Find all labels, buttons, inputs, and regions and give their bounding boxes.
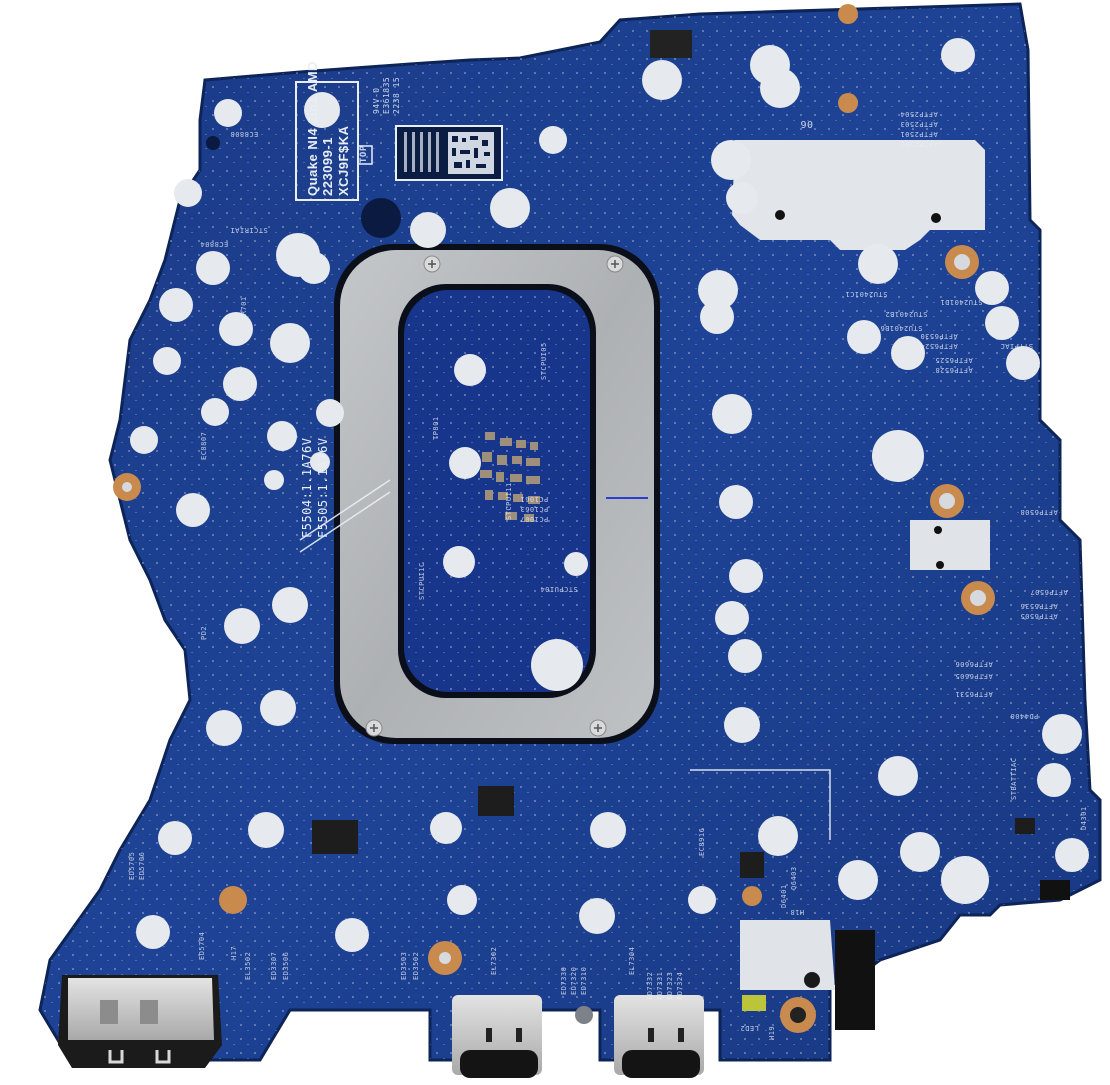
silk-ref: ED7332 xyxy=(646,971,654,1000)
silk-ref: PC1061 xyxy=(520,495,549,503)
silk-ref: H18 xyxy=(790,908,805,916)
silk-ref: AFTP2501 xyxy=(900,130,938,138)
silk-ref: ED5706 xyxy=(138,851,146,880)
silk-ref: PR701 xyxy=(240,296,248,320)
silk-ref: PC1007 xyxy=(520,515,549,523)
silk-ref: STU2401D1 xyxy=(940,298,983,306)
silk-ref: AFTP6531 xyxy=(955,690,993,698)
silk-ref: ED3506 xyxy=(282,951,290,980)
silk-ref: ED3502 xyxy=(412,951,420,980)
revision-marker: 06 xyxy=(800,118,814,129)
silk-ref: AFTP6536 xyxy=(1020,602,1058,610)
silk-ref: STCPUI11 xyxy=(505,482,513,520)
silk-ref: EL3502 xyxy=(244,951,252,980)
fuse-label-1: F5504:1.1A76V xyxy=(300,437,314,538)
silk-ref: EL7302 xyxy=(490,946,498,975)
silk-ref: PD4408 xyxy=(1010,712,1039,720)
silk-ref: AFTP6528 xyxy=(935,366,973,374)
silk-ref: EL7304 xyxy=(628,946,636,975)
silk-ref: ED7310 xyxy=(580,966,588,995)
cert-label-1: 94V-0 xyxy=(372,87,381,114)
silk-ref: LED2 xyxy=(740,1024,759,1032)
silk-ref: ED7323 xyxy=(666,971,674,1000)
silk-ref: STCIRIAI xyxy=(230,226,268,234)
silk-ref: AFTP6505 xyxy=(1020,612,1058,620)
silk-ref: STU2401C1 xyxy=(845,290,888,298)
silk-ref: ED3307 xyxy=(270,951,278,980)
silk-ref: TP801 xyxy=(432,416,440,440)
silk-ref: ED3503 xyxy=(400,951,408,980)
board-part-number: 223099-1 xyxy=(320,137,335,196)
silk-ref: AFTP6605 xyxy=(955,672,993,680)
silk-ref: STTPIAC xyxy=(1000,342,1034,350)
silk-ref: D6401 xyxy=(780,884,788,908)
silk-ref: ED7324 xyxy=(676,971,684,1000)
silk-ref: EC8808 xyxy=(230,130,259,138)
silk-ref: H17 xyxy=(230,945,238,960)
silk-ref: ED7331 xyxy=(656,971,664,1000)
silk-ref: AFTP6606 xyxy=(955,660,993,668)
silk-ref: ED7330 xyxy=(560,966,568,995)
silk-ref: STBATTIAC xyxy=(1010,757,1018,800)
silk-ref: AFTP2503 xyxy=(900,120,938,128)
silk-ref: EC8807 xyxy=(200,431,208,460)
silk-ref: Q6403 xyxy=(790,866,798,890)
silk-ref: AFTP6525 xyxy=(935,356,973,364)
silk-ref: STCPUI04 xyxy=(540,585,578,593)
silk-ref: EC8804 xyxy=(200,240,229,248)
silk-ref: AFTP6507 xyxy=(1030,588,1068,596)
silk-ref: AFTP6530 xyxy=(920,332,958,340)
silk-ref: PC1063 xyxy=(520,505,549,513)
silk-ref: ED7320 xyxy=(570,966,578,995)
cert-label-2: E361835 xyxy=(382,76,391,114)
silk-ref: D4301 xyxy=(1080,806,1088,830)
silk-ref: ED5704 xyxy=(198,931,206,960)
silk-ref: STCPUI05 xyxy=(540,342,548,380)
fuse-label-2: F5505:1.1A76V xyxy=(316,437,330,538)
silk-ref: PD2 xyxy=(200,625,208,640)
silk-ref: STU2401B2 xyxy=(885,310,928,318)
silk-ref: EC8916 xyxy=(698,827,706,856)
top-marker: TOP xyxy=(359,145,369,163)
board-serial: XCJ9F$KA xyxy=(336,125,351,196)
silk-ref: AFTP6508 xyxy=(1020,508,1058,516)
board-model-label: Quake NI4 2in1 AMD xyxy=(305,61,320,196)
silk-ref: AFTP2504 xyxy=(900,110,938,118)
silk-ref: ED5705 xyxy=(128,851,136,880)
silk-ref: STCPUI1C xyxy=(418,562,426,600)
silk-ref: STU2401B6 xyxy=(880,324,923,332)
silk-ref: H19 xyxy=(768,1025,776,1040)
silk-ref: AFTP6524 xyxy=(920,342,958,350)
cert-label-3: 2238 15 xyxy=(392,76,401,114)
silk-ref: AFTP2502 xyxy=(900,140,938,148)
